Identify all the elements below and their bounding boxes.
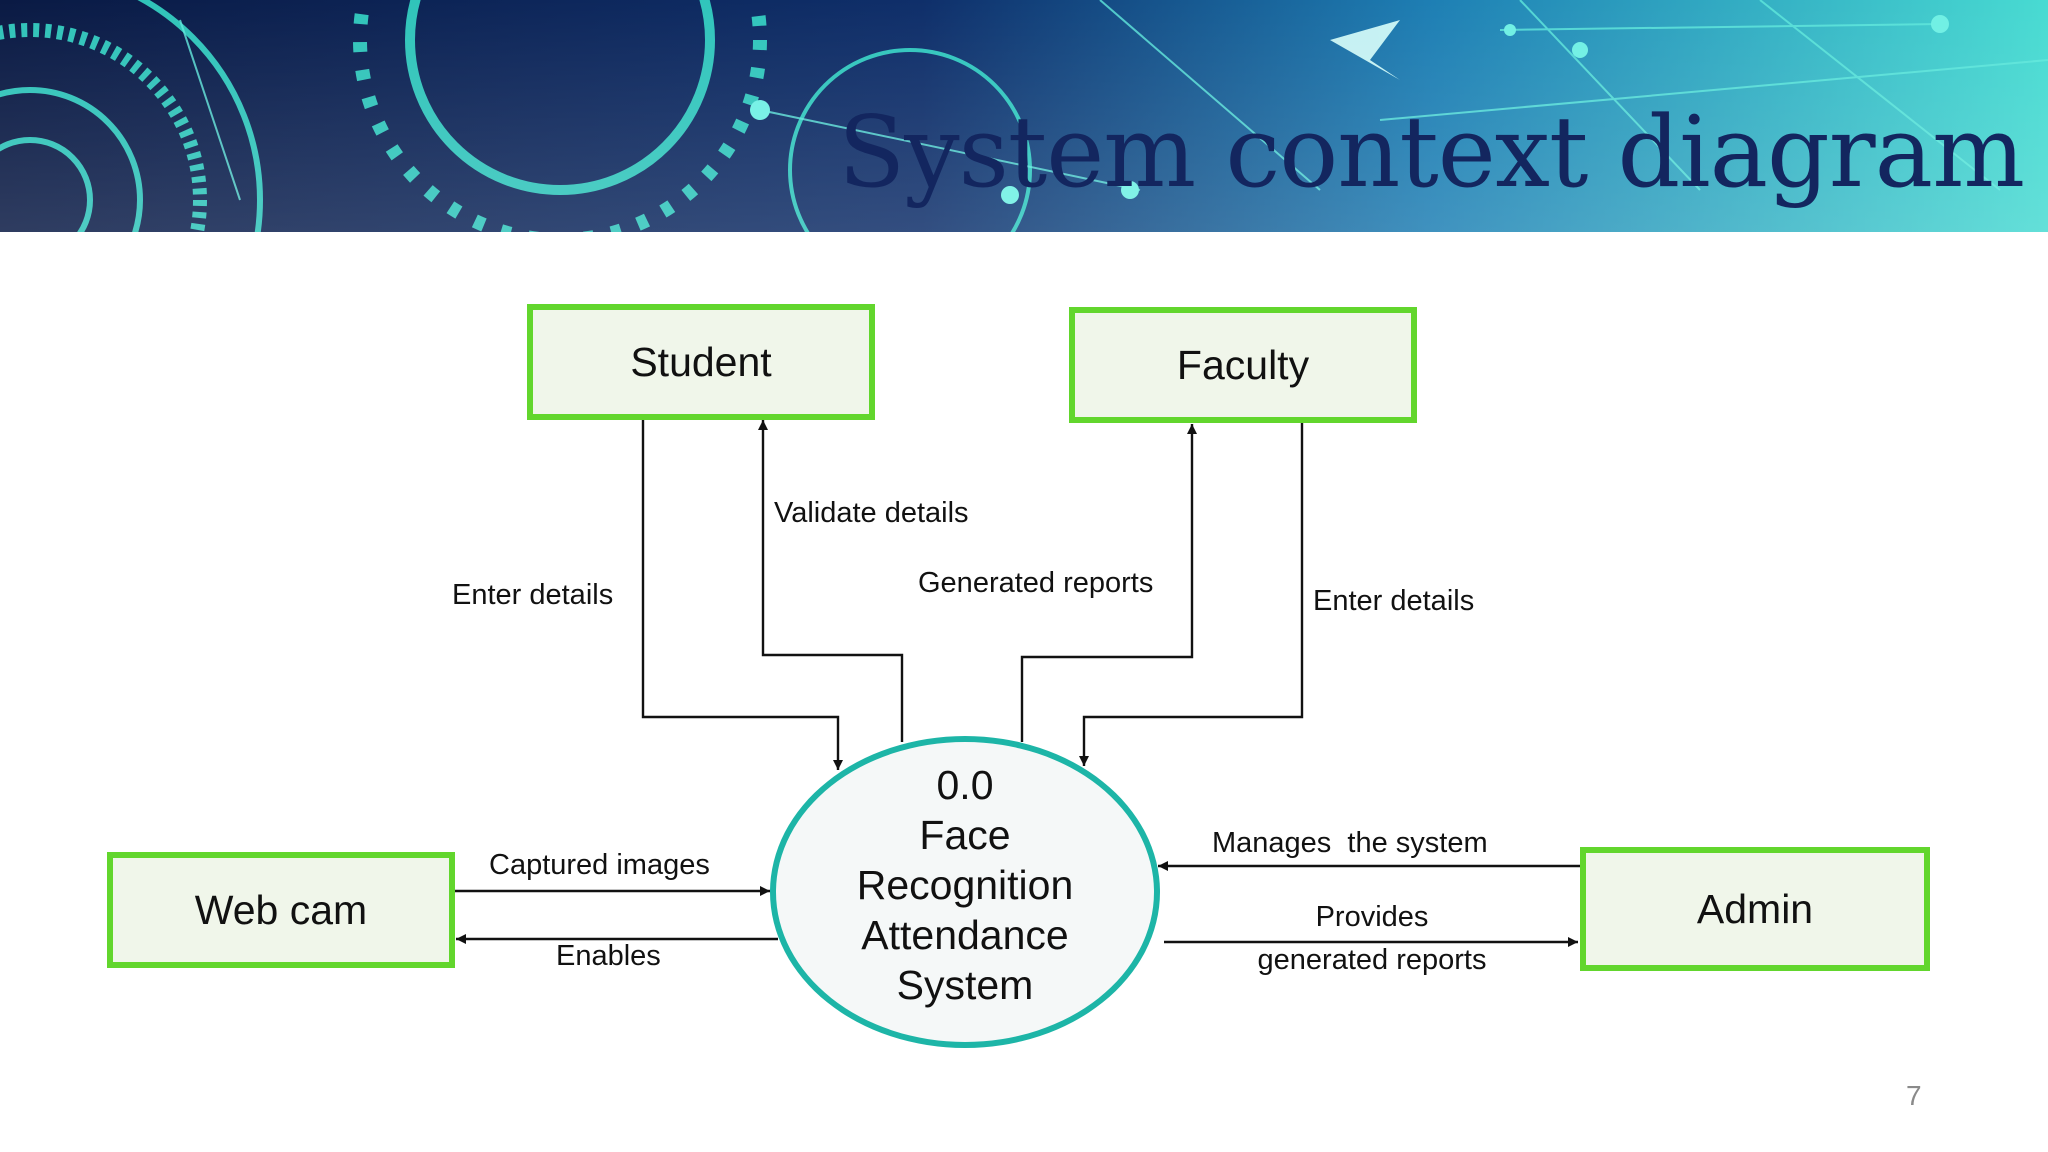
page-title: System context diagram	[838, 96, 2025, 210]
flow-student-validate-line	[758, 420, 904, 742]
process-number: 0.0	[936, 762, 994, 808]
process-name-line-1: Face	[919, 812, 1011, 858]
entity-faculty: Faculty	[1069, 307, 1417, 423]
process-name-line-4: System	[896, 962, 1034, 1008]
header-banner	[0, 0, 2048, 232]
flow-label-student-enter: Enter details	[452, 579, 614, 611]
process-label: 0.0 Face Recognition Attendance System	[770, 760, 1160, 1010]
entity-admin: Admin	[1580, 847, 1930, 971]
process-name-line-3: Attendance	[861, 912, 1069, 958]
flow-student-enter-line	[641, 418, 843, 770]
flow-label-admin-provides: Provides generated reports	[1232, 896, 1512, 982]
flow-faculty-reports-line	[1020, 424, 1197, 742]
entity-webcam: Web cam	[107, 852, 455, 968]
flow-label-student-validate: Validate details	[774, 497, 969, 529]
flow-faculty-enter-line	[1079, 422, 1304, 766]
flow-label-faculty-enter: Enter details	[1313, 585, 1475, 617]
page-number: 7	[1906, 1080, 1922, 1111]
flow-label-webcam-enables: Enables	[556, 940, 661, 972]
flow-label-faculty-reports: Generated reports	[918, 567, 1154, 599]
process-name-line-2: Recognition	[856, 862, 1074, 908]
entity-student: Student	[527, 304, 875, 420]
flow-label-admin-provides-line-2: generated reports	[1257, 944, 1487, 976]
flow-label-admin-manages: Manages the system	[1212, 827, 1488, 859]
flow-label-admin-provides-line-1: Provides	[1315, 901, 1429, 933]
process-circle	[770, 736, 1160, 1048]
flow-label-webcam-captured: Captured images	[489, 849, 710, 881]
